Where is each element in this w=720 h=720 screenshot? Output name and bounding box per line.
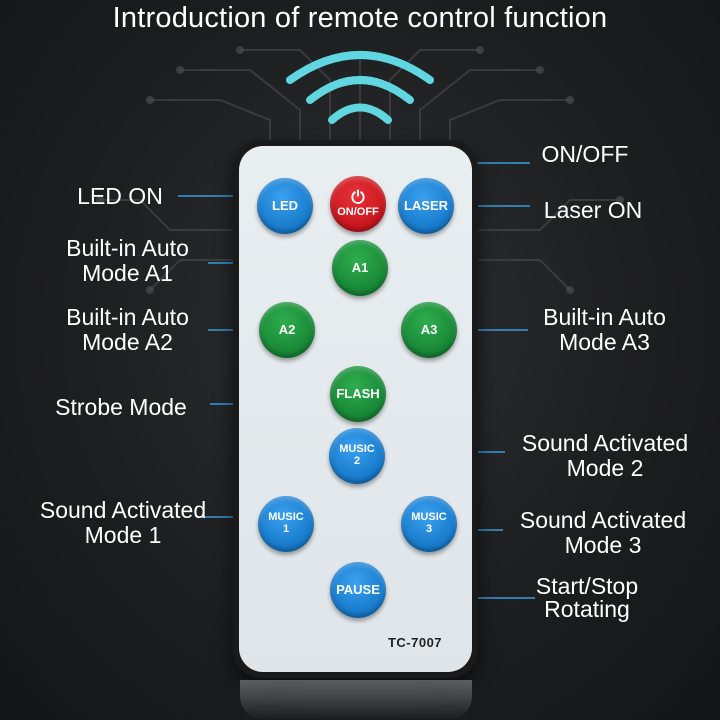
music-3-button[interactable]: MUSIC 3 [401, 496, 457, 552]
a3-button-label: A3 [420, 322, 438, 338]
a3-button[interactable]: A3 [401, 302, 457, 358]
callout-sound-3-line1: Sound Activated [519, 507, 687, 533]
music-2-label-top: MUSIC [339, 443, 375, 456]
music-3-label-top: MUSIC [411, 511, 447, 524]
power-button-label: ON/OFF [337, 206, 379, 219]
callout-mode-a1-line2: Mode A1 [82, 260, 173, 286]
power-icon: ⏻ [351, 188, 365, 208]
laser-button-label: LASER [403, 198, 449, 214]
remote-reflection [240, 680, 472, 720]
callout-mode-a1-line1: Built-in Auto [66, 235, 189, 261]
callout-mode-a2: Built-in Auto Mode A2 [45, 305, 210, 355]
pause-button[interactable]: PAUSE [330, 562, 386, 618]
callout-laser-on-text: Laser ON [543, 197, 643, 223]
a2-button-label: A2 [278, 322, 296, 338]
callout-rotate-line2: Rotating [544, 596, 630, 622]
music-3-label-bottom: 3 [425, 523, 433, 535]
callout-on-off-text: ON/OFF [541, 141, 629, 167]
music-1-label-bottom: 1 [282, 523, 290, 535]
callout-mode-a2-line1: Built-in Auto [66, 304, 189, 330]
power-button[interactable]: ⏻ ON/OFF [330, 176, 386, 232]
pause-button-label: PAUSE [336, 582, 380, 598]
callout-strobe-text: Strobe Mode [55, 394, 187, 420]
callout-mode-a3-line1: Built-in Auto [543, 304, 666, 330]
callout-sound-3-line2: Mode 3 [564, 532, 642, 558]
music-1-label-top: MUSIC [268, 511, 304, 524]
led-button-label: LED [272, 198, 298, 214]
callout-laser-on: Laser ON [528, 198, 658, 223]
callout-on-off: ON/OFF [525, 142, 645, 167]
callout-led-on: LED ON [60, 184, 180, 209]
callout-mode-a3: Built-in Auto Mode A3 [522, 305, 687, 355]
callout-mode-a2-line2: Mode A2 [82, 329, 173, 355]
callout-sound-2-line1: Sound Activated [521, 430, 689, 456]
flash-button[interactable]: FLASH [330, 366, 386, 422]
callout-rotate-line1: Start/Stop [535, 573, 639, 599]
callout-mode-a1: Built-in Auto Mode A1 [45, 236, 210, 286]
callout-strobe: Strobe Mode [35, 395, 207, 420]
callout-sound-1-line2: Mode 1 [84, 522, 162, 548]
callout-led-on-text: LED ON [77, 183, 163, 209]
callout-sound-2-line2: Mode 2 [566, 455, 644, 481]
flash-button-label: FLASH [336, 386, 380, 402]
music-1-button[interactable]: MUSIC 1 [258, 496, 314, 552]
callout-sound-1: Sound Activated Mode 1 [18, 498, 228, 548]
wireless-signal-icon [286, 51, 434, 124]
callout-sound-3: Sound Activated Mode 3 [498, 508, 708, 558]
laser-button[interactable]: LASER [398, 178, 454, 234]
callout-sound-1-line1: Sound Activated [39, 497, 207, 523]
callout-rotate: Start/Stop Rotating [522, 575, 652, 621]
a1-button-label: A1 [351, 260, 369, 276]
a1-button[interactable]: A1 [332, 240, 388, 296]
callout-sound-2: Sound Activated Mode 2 [500, 431, 710, 481]
callout-mode-a3-line2: Mode A3 [559, 329, 650, 355]
a2-button[interactable]: A2 [259, 302, 315, 358]
page-title: Introduction of remote control function [112, 2, 608, 34]
led-button[interactable]: LED [257, 178, 313, 234]
model-number: TC-7007 [387, 635, 443, 650]
music-2-label-bottom: 2 [353, 455, 361, 467]
music-2-button[interactable]: MUSIC 2 [329, 428, 385, 484]
